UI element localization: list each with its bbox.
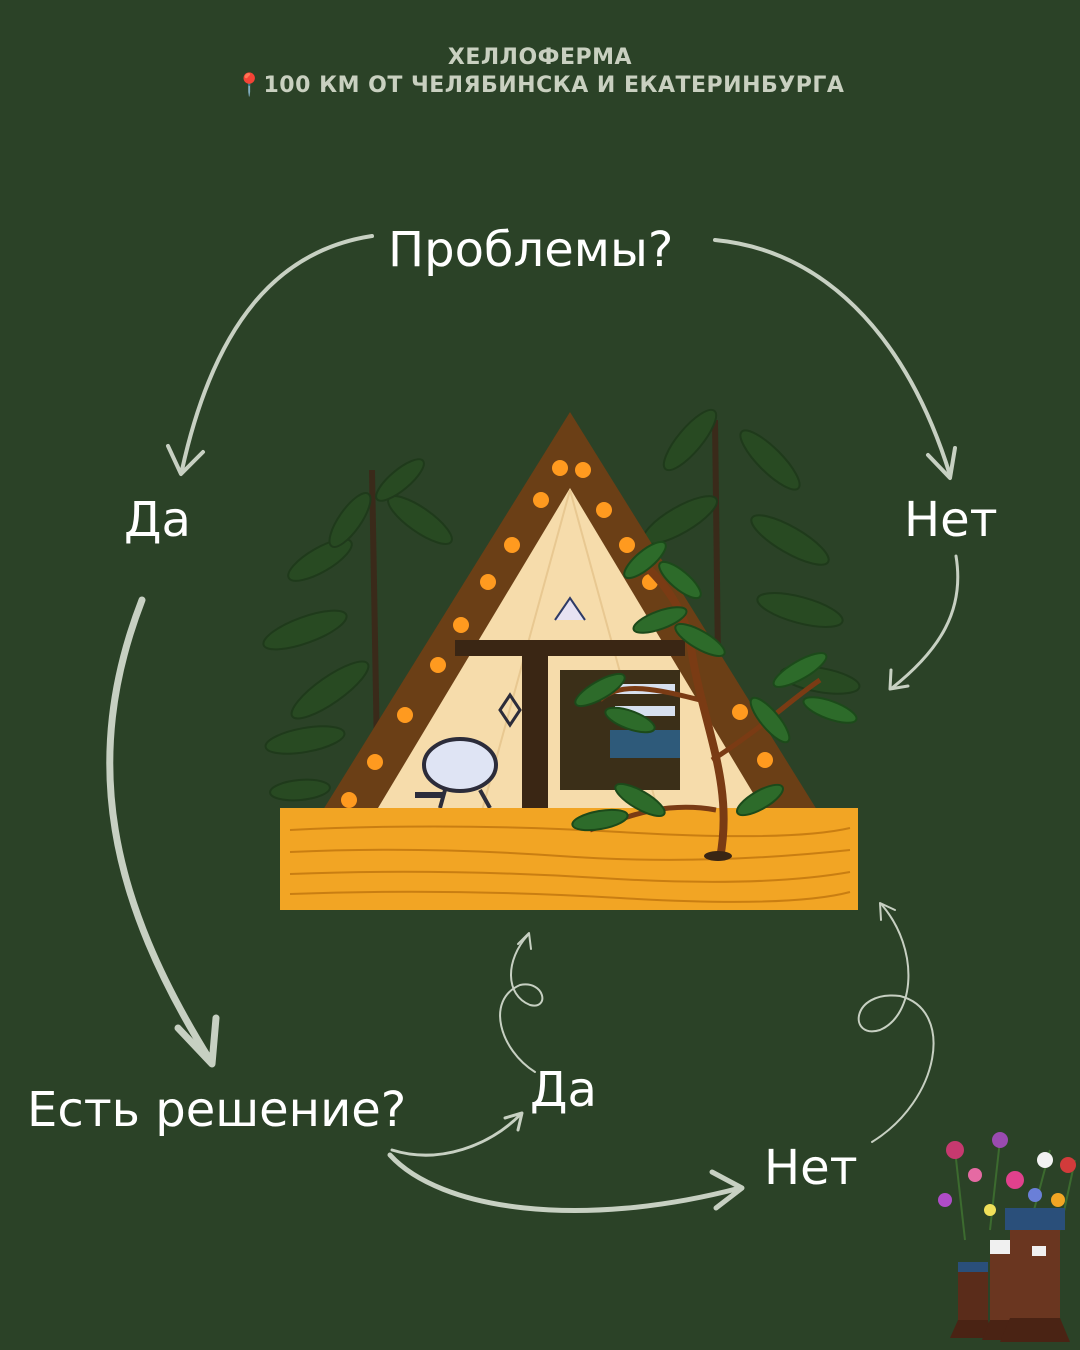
wooden-base xyxy=(280,808,858,910)
location-pin-icon: 📍 xyxy=(235,73,264,98)
brand-title: ХЕЛЛОФЕРМА xyxy=(447,45,633,70)
answer-yes-1: Да xyxy=(124,492,191,548)
flow-arrows xyxy=(106,234,960,1213)
answer-yes-2: Да xyxy=(530,1062,597,1118)
location-text: 100 КМ ОТ ЧЕЛЯБИНСКА И ЕКАТЕРИНБУРГА xyxy=(263,73,845,98)
question-has-solution: Есть решение? xyxy=(27,1082,407,1138)
header: ХЕЛЛОФЕРМА 📍100 КМ ОТ ЧЕЛЯБИНСКА И ЕКАТЕ… xyxy=(0,44,1080,100)
question-problems: Проблемы? xyxy=(388,222,674,278)
arrow-solution-to-yes xyxy=(390,1111,524,1157)
location-line: 📍100 КМ ОТ ЧЕЛЯБИНСКА И ЕКАТЕРИНБУРГА xyxy=(0,72,1080,100)
arrow-problems-to-no xyxy=(713,238,957,480)
a-frame-cabin-illustration xyxy=(262,408,861,910)
answer-no-2: Нет xyxy=(764,1140,858,1196)
cabin-beam xyxy=(455,640,685,656)
armchair xyxy=(415,737,498,809)
cabin-pillar xyxy=(522,656,548,818)
boot-left xyxy=(950,1262,992,1338)
boots-with-flowers-illustration xyxy=(938,1132,1076,1342)
arrow-yes-to-solution xyxy=(106,596,220,1068)
boot-right xyxy=(1000,1208,1070,1342)
arrow-no-to-cabin xyxy=(888,554,960,691)
front-tree xyxy=(571,540,858,861)
arrow-no2-to-cabin xyxy=(857,902,935,1143)
arrow-solution-to-no xyxy=(387,1152,745,1213)
left-tree xyxy=(262,458,453,811)
arrow-yes2-to-cabin xyxy=(499,932,544,1073)
answer-no-1: Нет xyxy=(904,492,998,548)
arrow-problems-to-yes xyxy=(166,234,374,476)
